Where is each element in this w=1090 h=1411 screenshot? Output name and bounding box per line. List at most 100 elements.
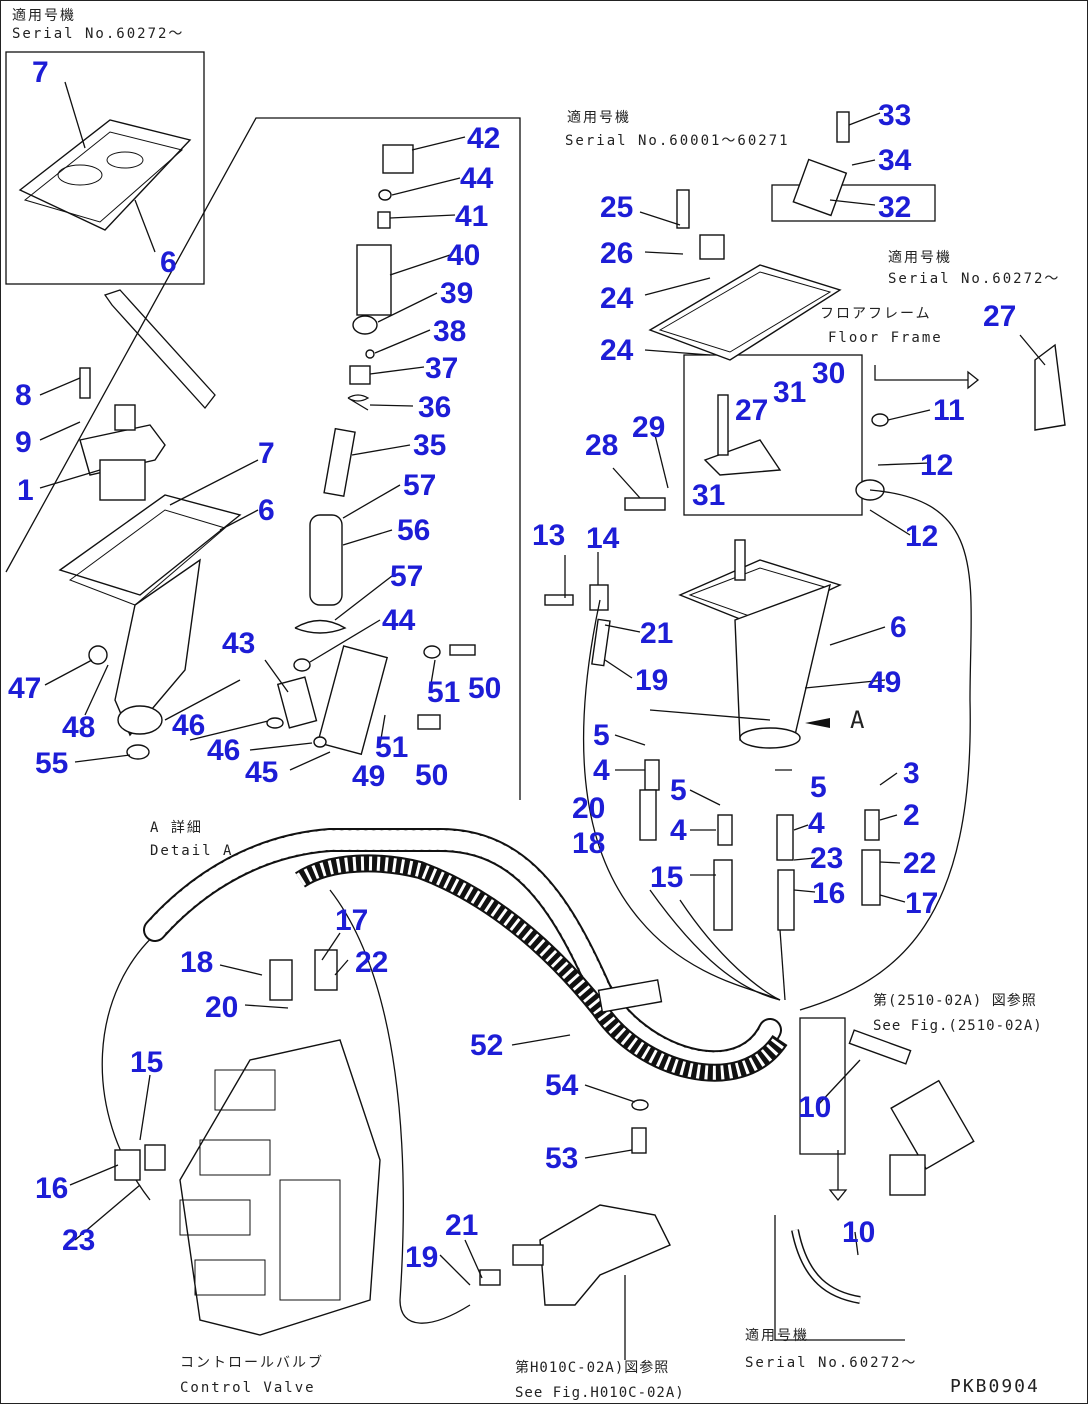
callout-15b: 15: [130, 1046, 163, 1079]
callout-17: 17: [905, 887, 938, 920]
note-control-valve-jp: コントロールバルブ: [180, 1354, 324, 1371]
callout-11: 11: [933, 394, 965, 427]
pilot-valve: [79, 367, 166, 501]
callout-20b: 20: [205, 991, 238, 1024]
callout-24b: 24: [600, 334, 634, 367]
note-control-valve: Control Valve: [180, 1380, 316, 1396]
callout-47: 47: [8, 672, 41, 705]
drawing-code: PKB0904: [950, 1376, 1040, 1397]
callout-13: 13: [532, 519, 565, 552]
callout-49b: 49: [868, 666, 901, 699]
callout-43: 43: [222, 627, 255, 660]
view-a-label: A: [850, 706, 866, 734]
callout-10: 10: [798, 1091, 831, 1124]
callout-46b: 46: [207, 734, 240, 767]
callout-26: 26: [600, 237, 633, 270]
callout-17b: 17: [335, 904, 368, 937]
arrow-line: [874, 365, 968, 381]
callout-3: 3: [903, 757, 920, 790]
callout-10b: 10: [842, 1216, 875, 1249]
callout-44: 44: [460, 162, 494, 195]
callout-50b: 50: [415, 759, 448, 792]
callout-24: 24: [600, 282, 634, 315]
lever-column: [88, 144, 476, 760]
callout-1: 1: [17, 474, 34, 507]
callout-16b: 16: [35, 1172, 68, 1205]
detail-bracket: [5, 117, 521, 800]
callout-12b: 12: [905, 520, 938, 553]
down-arrow: [828, 1150, 848, 1202]
callout-4b: 4: [670, 814, 687, 847]
note-serial-bottom-jp: 適用号機: [745, 1327, 809, 1344]
lever-stand-right: [544, 394, 889, 749]
note-see-fig-right: See Fig.(2510-02A): [873, 1018, 1043, 1034]
harness-box: [799, 1017, 846, 1155]
bottom-bracket: [774, 1215, 905, 1341]
callout-4: 4: [593, 754, 610, 787]
callout-42: 42: [467, 122, 500, 155]
note-serial-top-left: Serial No.60272～: [12, 26, 184, 42]
callout-57: 57: [403, 469, 436, 502]
callout-21b: 21: [445, 1209, 478, 1242]
note-detail-a-jp: A 詳細: [150, 820, 203, 836]
callout-labels: 7 6 8 9 1 7 6 47 48 46 55 42 44 41 40 39…: [8, 56, 1016, 1274]
control-valve: [114, 949, 381, 1336]
callout-27b: 27: [735, 394, 768, 427]
callout-46: 46: [172, 709, 205, 742]
callout-18b: 18: [180, 946, 213, 979]
callout-22b: 22: [355, 946, 388, 979]
note-see-fig-bottom: See Fig.H010C-02A): [515, 1385, 685, 1401]
callout-14: 14: [586, 522, 620, 555]
callout-15: 15: [650, 861, 683, 894]
callout-32: 32: [878, 191, 911, 224]
callout-44b: 44: [382, 604, 416, 637]
callout-28: 28: [585, 429, 618, 462]
callout-39: 39: [440, 277, 473, 310]
callout-55: 55: [35, 747, 68, 780]
callout-49: 49: [352, 760, 385, 793]
callout-6b: 6: [258, 494, 275, 527]
callout-8: 8: [15, 379, 32, 412]
note-serial-mid-jp: 適用号機: [567, 109, 631, 126]
hose-bundle: [143, 828, 788, 1154]
note-serial-right: Serial No.60272～: [888, 271, 1060, 287]
harness-connectors: [791, 1029, 975, 1304]
leader-lines: [39, 81, 1046, 1360]
callout-35: 35: [413, 429, 446, 462]
callout-5b: 5: [670, 774, 687, 807]
callout-45: 45: [245, 756, 278, 789]
callout-18: 18: [572, 827, 605, 860]
callout-33: 33: [878, 99, 911, 132]
inset-arrow: [103, 289, 216, 410]
callout-34: 34: [878, 144, 912, 177]
note-floor-frame-jp: フロアフレーム: [820, 306, 932, 322]
note-serial-top-left-jp: 適用号機: [12, 7, 76, 24]
callout-25: 25: [600, 191, 633, 224]
note-serial-right-jp: 適用号機: [888, 249, 952, 266]
callout-30: 30: [812, 357, 845, 390]
callout-20: 20: [572, 792, 605, 825]
callout-16: 16: [812, 877, 845, 910]
callout-51: 51: [427, 676, 460, 709]
callout-23: 23: [810, 842, 843, 875]
note-detail-a: Detail A: [150, 843, 233, 859]
callout-37: 37: [425, 352, 458, 385]
note-serial-bottom: Serial No.60272～: [745, 1355, 917, 1371]
callout-31: 31: [773, 376, 806, 409]
callout-48: 48: [62, 711, 95, 744]
pedal-valve: [479, 1204, 671, 1306]
callout-5: 5: [593, 719, 610, 752]
callout-53: 53: [545, 1142, 578, 1175]
callout-29: 29: [632, 411, 665, 444]
callout-36: 36: [418, 391, 451, 424]
callout-6c: 6: [890, 611, 907, 644]
lever-box: [683, 354, 863, 516]
note-see-fig-bottom-jp: 第H010C-02A)図参照: [515, 1359, 669, 1376]
callout-31b: 31: [692, 479, 725, 512]
callout-52: 52: [470, 1029, 503, 1062]
callout-23b: 23: [62, 1224, 95, 1257]
callout-51b: 51: [375, 731, 408, 764]
